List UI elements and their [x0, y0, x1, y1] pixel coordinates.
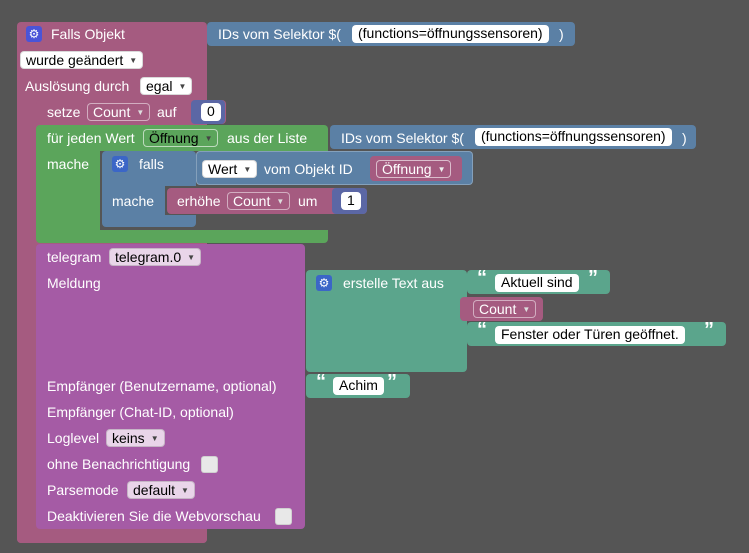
chevron-down-icon: ▼	[204, 134, 213, 143]
value-attribute-value: Wert	[208, 161, 238, 177]
quote-open-icon: “	[477, 267, 487, 289]
chevron-down-icon: ▼	[437, 165, 446, 174]
text-part-2-dropdown[interactable]: Count ▼	[473, 300, 537, 318]
quote-open-icon: “	[477, 319, 487, 341]
chevron-down-icon: ▼	[276, 197, 285, 206]
telegram-label: telegram	[47, 249, 102, 265]
object-variable-value: Öffnung	[382, 161, 432, 177]
foreach-variable-value: Öffnung	[149, 130, 199, 146]
text-join-label: erstelle Text aus	[343, 275, 444, 291]
selector-2-value[interactable]: (functions=öffnungssensoren)	[475, 128, 672, 146]
increment-label: erhöhe	[177, 193, 221, 209]
chevron-down-icon: ▼	[178, 82, 187, 91]
selector-2-label: IDs vom Selektor $(	[341, 130, 464, 146]
webpreview-label: Deaktivieren Sie die Webvorschau	[47, 508, 261, 524]
loglevel-dropdown[interactable]: keins ▼	[106, 429, 165, 447]
trigger-title: Falls Objekt	[51, 26, 125, 42]
set-variable-value: Count	[93, 104, 131, 120]
silent-checkbox[interactable]	[201, 456, 218, 473]
trigger-block-bottom	[17, 532, 207, 543]
trigger-label: Auslösung durch	[25, 78, 130, 94]
set-variable-dropdown[interactable]: Count ▼	[87, 103, 151, 121]
text-join-block[interactable]	[306, 270, 467, 372]
foreach-do-label: mache	[47, 156, 90, 172]
object-variable-dropdown[interactable]: Öffnung ▼	[376, 160, 452, 178]
increment-number-value[interactable]: 1	[341, 192, 361, 210]
if-do-label: mache	[112, 193, 155, 209]
trigger-dropdown[interactable]: egal ▼	[140, 77, 193, 95]
increment-variable-dropdown[interactable]: Count ▼	[227, 192, 291, 210]
parsemode-value: default	[133, 482, 176, 498]
message-label: Meldung	[47, 275, 101, 291]
foreach-list-label: aus der Liste	[227, 130, 308, 146]
set-to-label: auf	[157, 104, 177, 120]
quote-close-icon: ”	[387, 371, 397, 393]
gear-icon[interactable]: ⚙	[26, 26, 42, 42]
chat-id-label: Empfänger (Chat-ID, optional)	[47, 404, 234, 420]
recipient-label: Empfänger (Benutzername, optional)	[47, 378, 277, 394]
gear-icon[interactable]: ⚙	[316, 275, 332, 291]
recipient-value[interactable]: Achim	[333, 377, 384, 395]
object-id-label: vom Objekt ID	[264, 161, 353, 177]
change-mode-dropdown[interactable]: wurde geändert ▼	[20, 51, 144, 69]
webpreview-checkbox[interactable]	[275, 508, 292, 525]
loglevel-label: Loglevel	[47, 430, 100, 446]
loglevel-value: keins	[112, 430, 145, 446]
if-label: falls	[139, 156, 164, 172]
text-part-1-value[interactable]: Aktuell sind	[495, 274, 579, 292]
quote-open-icon: “	[316, 371, 326, 393]
foreach-label: für jeden Wert	[47, 130, 135, 146]
chevron-down-icon: ▼	[150, 434, 159, 443]
telegram-instance-dropdown[interactable]: telegram.0 ▼	[109, 248, 202, 266]
quote-close-icon: ”	[588, 267, 598, 289]
chevron-down-icon: ▼	[522, 305, 531, 314]
gear-icon[interactable]: ⚙	[112, 156, 128, 172]
increment-variable-value: Count	[233, 193, 271, 209]
selector-value[interactable]: (functions=öffnungssensoren)	[352, 25, 549, 43]
increment-by-label: um	[298, 193, 318, 209]
trigger-value: egal	[146, 78, 173, 94]
chevron-down-icon: ▼	[181, 486, 189, 495]
selector-close: )	[559, 26, 564, 42]
silent-label: ohne Benachrichtigung	[47, 456, 191, 472]
parsemode-label: Parsemode	[47, 482, 119, 498]
foreach-variable-dropdown[interactable]: Öffnung ▼	[143, 129, 219, 147]
selector-2-close: )	[682, 130, 687, 146]
text-part-2-value: Count	[479, 301, 517, 317]
set-label: setze	[47, 104, 81, 120]
value-attribute-dropdown[interactable]: Wert ▼	[202, 160, 258, 178]
number-value[interactable]: 0	[201, 103, 221, 121]
telegram-instance-value: telegram.0	[115, 249, 182, 265]
quote-close-icon: ”	[704, 319, 714, 341]
text-part-3-value[interactable]: Fenster oder Türen geöffnet.	[495, 326, 685, 344]
selector-label: IDs vom Selektor $(	[218, 26, 341, 42]
chevron-down-icon: ▼	[187, 253, 196, 262]
chevron-down-icon: ▼	[136, 108, 145, 117]
change-mode-value: wurde geändert	[26, 52, 124, 68]
parsemode-dropdown[interactable]: default ▼	[127, 481, 195, 499]
chevron-down-icon: ▼	[129, 56, 138, 65]
chevron-down-icon: ▼	[243, 165, 252, 174]
